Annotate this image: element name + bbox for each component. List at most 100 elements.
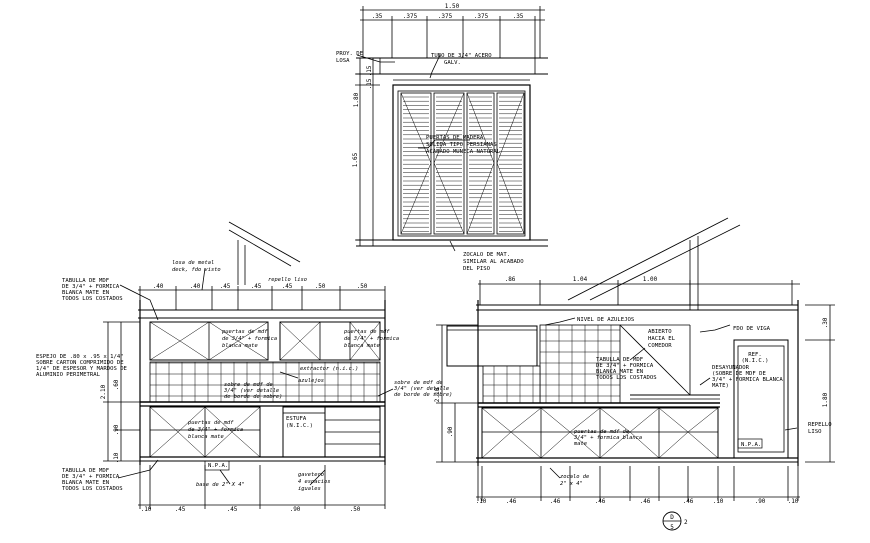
- dim-left: 2.10: [100, 384, 107, 399]
- label: (N.I.C.): [742, 358, 769, 364]
- dim-bottom: .46: [683, 498, 694, 505]
- dim-bottom: .46: [640, 498, 651, 505]
- dim-top: .45: [220, 283, 231, 290]
- label: zocalo de: [560, 474, 589, 480]
- label: (SOBRE DE MDF DE: [712, 371, 767, 377]
- dim-left: .90: [447, 426, 454, 437]
- right-elevation: [436, 217, 835, 501]
- label: REPELLO: [808, 422, 832, 428]
- label: MATE): [712, 383, 729, 389]
- label: blanca mate: [188, 434, 224, 440]
- label: puertas de mdf: [344, 329, 390, 335]
- label: puertas de mdf: [222, 329, 268, 335]
- door-labels: 1.50 .35 .375 .375 .375 .35 1.80 1.65 .1…: [336, 3, 524, 272]
- label: DE 3/4" + FORMICA: [62, 284, 120, 290]
- door-dim: .15: [366, 65, 373, 76]
- label: TABULLA DE MDF: [596, 357, 644, 363]
- label: 4 espacios: [298, 479, 330, 485]
- label: 3/4" (ver detalle: [223, 388, 279, 394]
- dim-left: 2.10: [434, 387, 441, 402]
- label: TABULLA DE MDF: [62, 468, 110, 474]
- door-dim: .375: [438, 13, 453, 20]
- label: 1/4" DE ESPESOR Y MARDOS DE: [36, 366, 128, 372]
- label: losa de metal: [172, 260, 214, 266]
- dim-bottom: .90: [290, 506, 301, 513]
- label-similar: SIMILAR AL ACABADO: [463, 259, 524, 265]
- label: puertas de mdf: [188, 420, 234, 426]
- left-elevation-labels: .40 .40 .45 .45 .45 .50 .50 .10 .45 .45 …: [36, 260, 452, 513]
- label: de 3/4" + formica: [188, 427, 243, 433]
- dim-bottom: .50: [350, 506, 361, 513]
- npa-box: [204, 460, 230, 471]
- label: deck, fdo visto: [172, 267, 221, 273]
- label: blanca mate: [344, 343, 380, 349]
- label-galv: GALV.: [444, 60, 461, 66]
- dim-top: .50: [357, 283, 368, 290]
- door-elevation: [355, 6, 548, 252]
- label: NIVEL DE AZULEJOS: [577, 317, 634, 323]
- dim-top: 1.04: [573, 276, 588, 283]
- door-height: 1.80: [353, 92, 360, 107]
- left-elevation: [103, 221, 394, 509]
- louver-doors: [400, 92, 525, 235]
- label: TODOS LOS COSTADOS: [62, 296, 123, 302]
- label: 2" x 4": [560, 481, 583, 487]
- label: puertas de mdf de: [574, 429, 629, 435]
- door-dim: .375: [474, 13, 489, 20]
- label: FDO DE VIGA: [733, 326, 771, 332]
- door-dim: .35: [513, 13, 524, 20]
- section-symbol: D 2 5: [662, 511, 688, 531]
- dim-bottom: .10: [141, 506, 152, 513]
- dim-top: 1.00: [643, 276, 658, 283]
- dim-bottom: .90: [755, 498, 766, 505]
- label: sobre de mdf de: [224, 382, 273, 388]
- label-persianas: SOLIDA TIPO PERSIANAS: [426, 142, 497, 148]
- label: ABIERTO: [648, 329, 672, 335]
- label-tubo: TUBO DE 3/4" ACERO: [431, 53, 492, 59]
- dim-left: .90: [113, 424, 120, 435]
- dim-top: .40: [190, 283, 201, 290]
- symbol-number: 2: [684, 519, 688, 526]
- label: mate: [573, 441, 587, 447]
- label: 3/4" + FORMICA BLANCA: [712, 377, 783, 383]
- label: sobre de mdf de: [394, 380, 443, 386]
- door-total-width: 1.50: [445, 3, 460, 10]
- label-zocalo: ZOCALO DE MAT.: [463, 252, 510, 258]
- label: TODOS LOS COSTADOS: [62, 486, 123, 492]
- dim-top: .86: [505, 276, 516, 283]
- door-height-inner: 1.65: [352, 152, 359, 167]
- dim-bottom: .10: [713, 498, 724, 505]
- label: TODOS LOS COSTADOS: [596, 375, 657, 381]
- symbol-number: 5: [670, 524, 674, 531]
- dim-top: .50: [315, 283, 326, 290]
- door-dim: .35: [372, 13, 383, 20]
- label: gavetero: [298, 472, 324, 478]
- label: 3/4" (ver detalle: [393, 386, 449, 392]
- label: BLANCA MATE EN: [62, 290, 109, 296]
- label: base de 2" X 4": [196, 482, 245, 488]
- label: iguales: [298, 486, 321, 492]
- right-elevation-labels: .86 1.04 1.00 .10 .46 .46 .46 .46 .46 .1…: [434, 276, 832, 505]
- label: extractor (n.i.c.): [300, 366, 358, 372]
- dim-top: .45: [282, 283, 293, 290]
- label: DESAYUNADOR: [712, 365, 750, 371]
- symbol-letter: D: [670, 514, 674, 521]
- label: TABULLA DE MDF: [62, 278, 110, 284]
- dim-bottom: .46: [506, 498, 517, 505]
- door-dim: .375: [403, 13, 418, 20]
- label: COMEDOR: [648, 343, 672, 349]
- dim-bottom: .46: [595, 498, 606, 505]
- label: LISO: [808, 429, 822, 435]
- dim-right: .30: [822, 317, 829, 328]
- label: DE 3/4" + FORMICA: [62, 474, 120, 480]
- label-acabado: ACABADO MUNECA NATURAL: [426, 149, 501, 155]
- dim-top: .45: [251, 283, 262, 290]
- label: de borde de sobre): [224, 394, 282, 400]
- label: HACIA EL: [648, 336, 676, 342]
- label: ESPEJO DE .80 x .95 x 1/4": [36, 354, 124, 360]
- label: azulejos: [298, 378, 324, 384]
- label: blanca mate: [222, 343, 258, 349]
- label: (N.I.C.): [286, 423, 313, 429]
- label: 3/4" + formica blanca: [573, 435, 642, 441]
